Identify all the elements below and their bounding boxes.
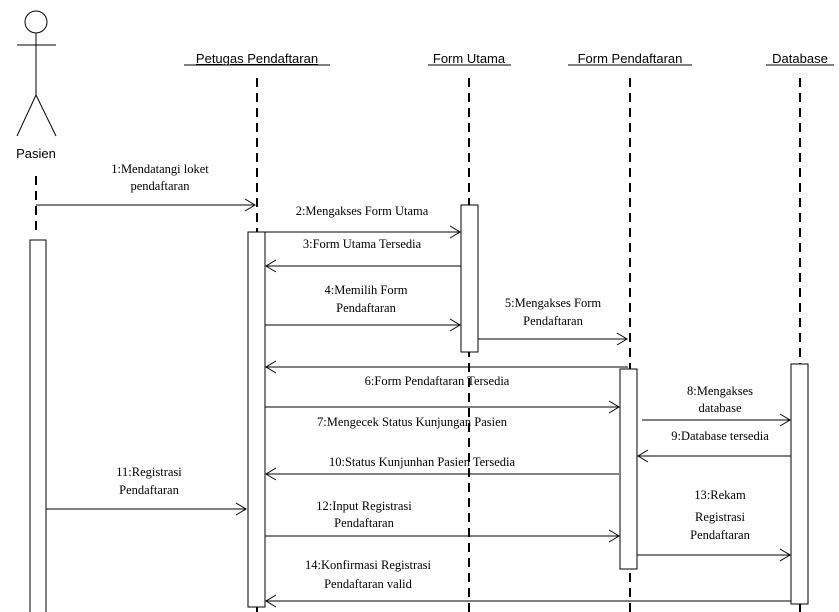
message-5: 5:Mengakses Form Pendaftaran (478, 296, 628, 346)
message-5-label-line1: 5:Mengakses Form (505, 296, 601, 310)
actor-pasien: Pasien (16, 10, 57, 161)
message-12-label-line2: Pendaftaran (334, 516, 394, 530)
object-database: Database (772, 51, 828, 66)
message-14: 14:Konfirmasi Registrasi Pendaftaran val… (265, 558, 791, 608)
activation-pasien (29, 239, 47, 612)
message-1: 1:Mendatangi loket pendaftaran (36, 162, 256, 212)
object-petugas-pendaftaran: Petugas Pendaftaran (196, 51, 318, 66)
message-4-label-line2: Pendaftaran (336, 301, 396, 315)
arrowhead-icon (608, 529, 620, 543)
object-form-pendaftaran: Form Pendaftaran (578, 51, 683, 66)
message-3: 3:Form Utama Tersedia (265, 237, 461, 273)
arrowhead-icon (265, 259, 277, 273)
arrowhead-icon (637, 449, 649, 463)
message-13-label-line3: Pendaftaran (690, 528, 750, 542)
activation-database (790, 363, 809, 605)
message-9-label: 9:Database tersedia (671, 429, 769, 443)
arrowhead-icon (265, 360, 277, 374)
message-2-label: 2:Mengakses Form Utama (296, 204, 429, 218)
message-4: 4:Memilih Form Pendaftaran (265, 283, 461, 332)
message-6: 6:Form Pendaftaran Tersedia (265, 360, 628, 388)
message-8-label-line1: 8:Mengakses (687, 384, 753, 398)
message-2: 2:Mengakses Form Utama (265, 204, 461, 239)
message-13-label-line2: Registrasi (695, 510, 746, 524)
actor-label: Pasien (16, 146, 56, 161)
message-1-label-line2: pendaftaran (131, 179, 191, 193)
message-14-label-line1: 14:Konfirmasi Registrasi (305, 558, 432, 572)
message-11-label-line1: 11:Registrasi (116, 465, 182, 479)
message-3-label: 3:Form Utama Tersedia (303, 237, 422, 251)
message-14-label-line2: Pendaftaran valid (324, 577, 413, 591)
arrowhead-icon (235, 502, 247, 516)
arrowhead-icon (449, 225, 461, 239)
arrowhead-icon (779, 548, 791, 562)
message-9: 9:Database tersedia (637, 429, 791, 463)
arrowhead-icon (244, 198, 256, 212)
message-10: 10:Status Kunjunhan Pasien Tersedia (265, 455, 619, 481)
activation-form-pendaftaran (619, 368, 638, 570)
arrowhead-icon (265, 467, 277, 481)
message-8-label-line2: database (698, 401, 741, 415)
message-1-label-line1: 1:Mendatangi loket (111, 162, 209, 176)
message-6-label: 6:Form Pendaftaran Tersedia (365, 374, 510, 388)
message-7-label: 7:Mengecek Status Kunjungan Pasien (317, 415, 508, 429)
message-8: 8:Mengakses database (642, 384, 791, 427)
arrowhead-icon (449, 318, 461, 332)
message-4-label-line1: 4:Memilih Form (325, 283, 408, 297)
activation-form-utama (460, 204, 479, 353)
message-13-label-line1: 13:Rekam (694, 488, 746, 502)
message-13: 13:Rekam Registrasi Pendaftaran (637, 488, 791, 562)
message-11: 11:Registrasi Pendaftaran (46, 465, 247, 516)
activation-petugas (247, 231, 266, 608)
message-11-label-line2: Pendaftaran (119, 483, 179, 497)
arrowhead-icon (616, 332, 628, 346)
stick-figure-icon (16, 10, 57, 137)
message-12: 12:Input Registrasi Pendaftaran (265, 499, 620, 543)
arrowhead-icon (608, 400, 620, 414)
message-5-label-line2: Pendaftaran (523, 314, 583, 328)
object-form-utama: Form Utama (433, 51, 506, 66)
arrowhead-icon (265, 594, 277, 608)
message-10-label: 10:Status Kunjunhan Pasien Tersedia (329, 455, 515, 469)
message-7: 7:Mengecek Status Kunjungan Pasien (265, 400, 620, 429)
message-12-label-line1: 12:Input Registrasi (316, 499, 412, 513)
arrowhead-icon (779, 413, 791, 427)
